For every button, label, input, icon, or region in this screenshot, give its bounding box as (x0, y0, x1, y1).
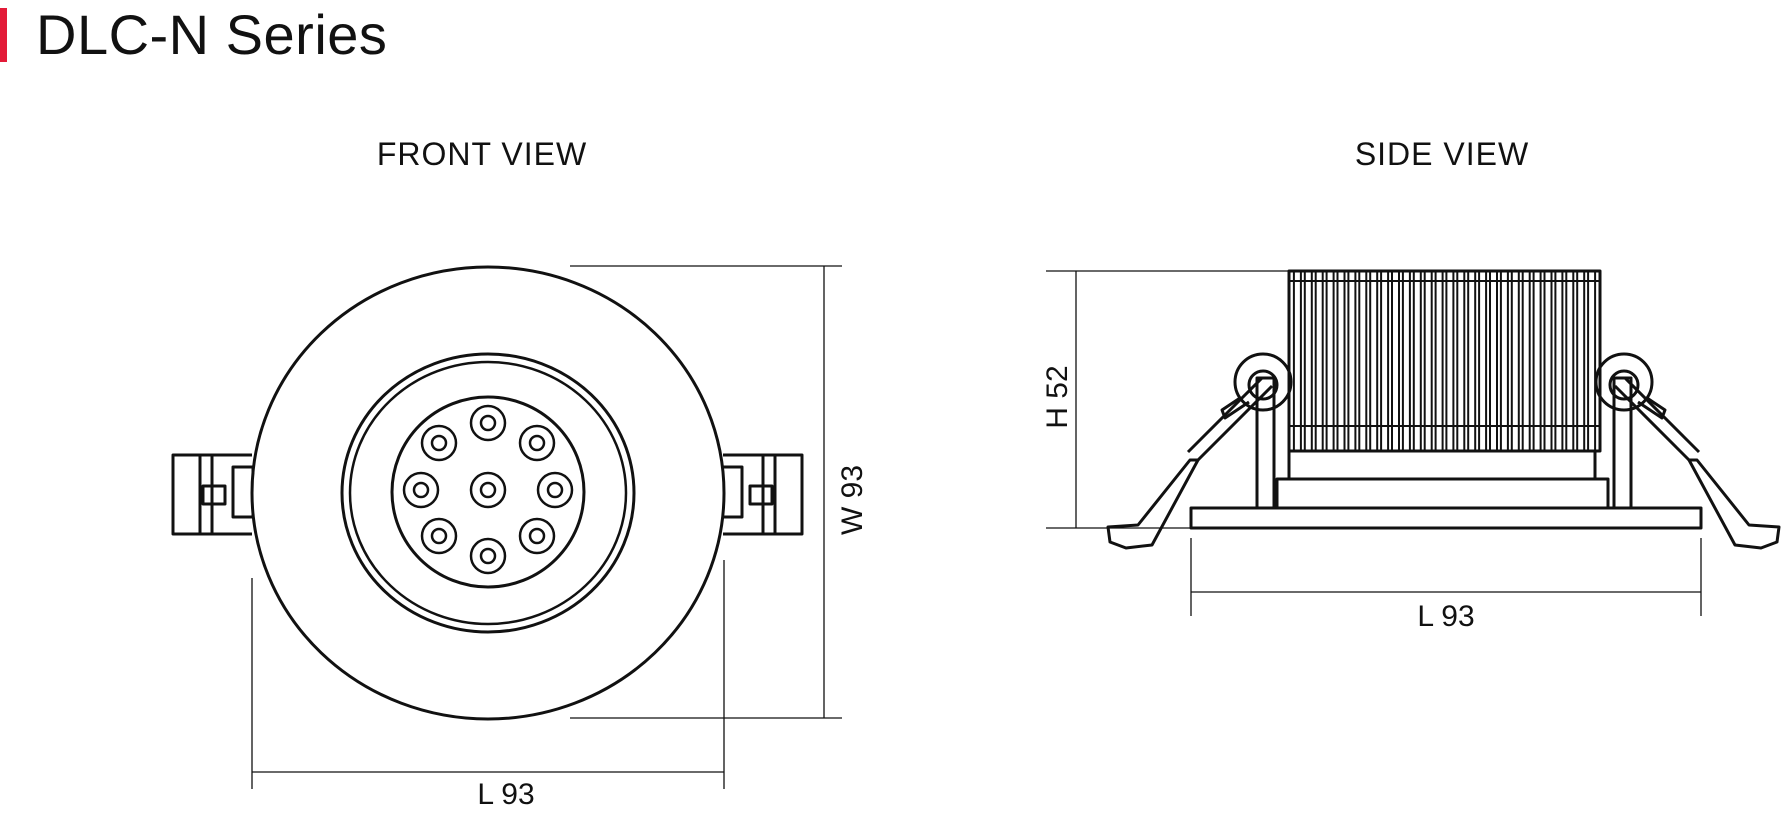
side-view-flange (1189, 506, 1703, 530)
side-view-label: SIDE VIEW (1354, 136, 1530, 172)
front-view-length-dimension-line (251, 560, 725, 789)
front-view-label: FRONT VIEW (376, 136, 588, 172)
front-view-width-label: W 93 (836, 464, 869, 536)
side-view-left-spring (1106, 352, 1293, 550)
side-view-drawing (1106, 269, 1781, 550)
front-view-inner-ring (340, 352, 636, 634)
front-view-right-clip (720, 453, 804, 536)
front-view-led-array (402, 404, 574, 575)
side-view-heatsink (1287, 269, 1602, 453)
front-view-length-label: L 93 (477, 778, 535, 811)
front-view-width-dimension-line (570, 265, 842, 719)
side-view-length-dimension-line (1190, 538, 1702, 616)
front-view-lens-plate (390, 395, 586, 589)
side-view-length-label: L 93 (1417, 600, 1475, 633)
page-title: DLC-N Series (36, 3, 388, 66)
front-view-drawing (171, 265, 804, 721)
front-view-left-clip (171, 453, 255, 536)
side-view-height-label: H 52 (1041, 365, 1074, 429)
side-view-right-spring (1594, 352, 1781, 550)
title-accent-bar (0, 8, 7, 62)
side-view-height-dimension-line (1046, 270, 1288, 529)
front-view-outer-ring (250, 265, 726, 721)
